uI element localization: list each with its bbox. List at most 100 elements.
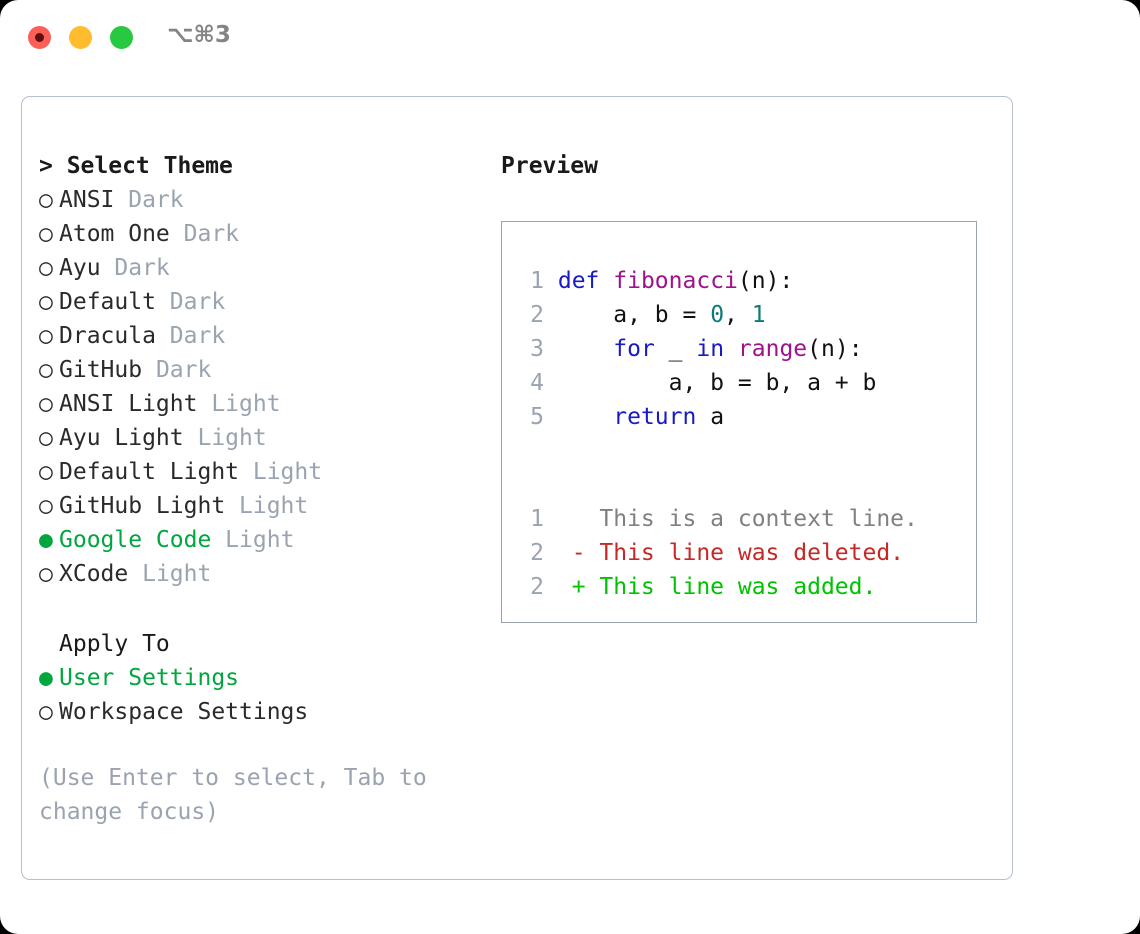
code-token: def xyxy=(557,268,600,294)
radio-unselected-icon: ○ xyxy=(39,289,53,315)
line-number: 5 xyxy=(530,404,544,430)
theme-option-label: Dracula xyxy=(59,323,156,349)
radio-unselected-icon: ○ xyxy=(39,561,53,587)
radio-unselected-icon: ○ xyxy=(39,699,53,725)
diff-line-add: 2 + This line was added. xyxy=(518,570,918,604)
code-token: a, b = b, a + b xyxy=(557,370,877,396)
main-panel: > Select Theme ○ANSI Dark○Atom One Dark○… xyxy=(21,96,1013,880)
theme-options-list: ○ANSI Dark○Atom One Dark○Ayu Dark○Defaul… xyxy=(39,183,489,591)
theme-option-google-code[interactable]: ●Google Code Light xyxy=(39,523,489,557)
code-token: (n): xyxy=(807,336,863,362)
theme-option-label: ANSI Light xyxy=(59,391,198,417)
code-token: for xyxy=(613,336,655,362)
theme-option-ayu-light[interactable]: ○Ayu Light Light xyxy=(39,421,489,455)
code-line: 2 a, b = 0, 1 xyxy=(518,298,918,332)
apply-to-options-list: ●User Settings○Workspace Settings xyxy=(39,661,489,729)
code-token: (n): xyxy=(737,268,794,294)
minimize-window-button[interactable] xyxy=(69,26,92,49)
section-spacer xyxy=(39,591,489,627)
theme-option-ansi[interactable]: ○ANSI Dark xyxy=(39,183,489,217)
code-token xyxy=(558,404,613,430)
theme-option-github[interactable]: ○GitHub Dark xyxy=(39,353,489,387)
code-token: return xyxy=(613,404,697,430)
line-number: 2 xyxy=(530,574,544,600)
preview-header: Preview xyxy=(501,153,598,179)
code-token: 1 xyxy=(751,302,766,328)
apply-to-option-label: User Settings xyxy=(59,665,240,691)
theme-option-label: GitHub xyxy=(59,357,143,383)
theme-variant-label: Dark xyxy=(169,221,240,247)
theme-option-default-light[interactable]: ○Default Light Light xyxy=(39,455,489,489)
code-token: , xyxy=(724,302,752,328)
apply-to-option-user-settings[interactable]: ●User Settings xyxy=(39,661,489,695)
radio-unselected-icon: ○ xyxy=(39,459,53,485)
radio-selected-icon: ● xyxy=(39,665,53,691)
code-blank-line xyxy=(518,468,918,502)
theme-option-label: ANSI xyxy=(59,187,115,213)
diff-line-text: - This line was deleted. xyxy=(544,540,905,566)
code-line: 1 def fibonacci(n): xyxy=(518,264,918,298)
theme-option-dracula[interactable]: ○Dracula Dark xyxy=(39,319,489,353)
traffic-light-buttons xyxy=(28,26,133,49)
theme-variant-label: Light xyxy=(183,425,267,451)
apply-to-option-workspace-settings[interactable]: ○Workspace Settings xyxy=(39,695,489,729)
theme-option-label: Ayu Light xyxy=(59,425,184,451)
code-line: 3 for _ in range(n): xyxy=(518,332,918,366)
keyboard-hint-text: (Use Enter to select, Tab to change focu… xyxy=(39,765,427,825)
line-number: 2 xyxy=(530,302,544,328)
theme-variant-label: Light xyxy=(197,391,281,417)
theme-variant-label: Dark xyxy=(100,255,170,281)
code-token: range xyxy=(737,336,808,362)
radio-unselected-icon: ○ xyxy=(39,493,53,519)
theme-option-label: Default Light xyxy=(59,459,240,485)
keyboard-shortcut-label: ⌥⌘3 xyxy=(167,22,231,48)
code-token: in xyxy=(696,336,725,362)
theme-option-label: Atom One xyxy=(59,221,170,247)
radio-unselected-icon: ○ xyxy=(39,425,53,451)
maximize-window-button[interactable] xyxy=(110,26,133,49)
close-window-button[interactable] xyxy=(28,26,51,49)
code-blank-line xyxy=(518,434,918,468)
theme-option-atom-one[interactable]: ○Atom One Dark xyxy=(39,217,489,251)
theme-option-label: Ayu xyxy=(59,255,101,281)
code-token xyxy=(724,336,738,362)
code-token xyxy=(558,336,613,362)
theme-option-ayu[interactable]: ○Ayu Dark xyxy=(39,251,489,285)
theme-option-label: Default xyxy=(59,289,156,315)
radio-unselected-icon: ○ xyxy=(39,221,53,247)
radio-unselected-icon: ○ xyxy=(39,323,53,349)
diff-line-ctx: 1 This is a context line. xyxy=(518,502,918,536)
theme-option-ansi-light[interactable]: ○ANSI Light Light xyxy=(39,387,489,421)
select-theme-header: > Select Theme xyxy=(39,153,233,179)
code-token: fibonacci xyxy=(613,268,738,294)
radio-unselected-icon: ○ xyxy=(39,391,53,417)
theme-selection-column: > Select Theme ○ANSI Dark○Atom One Dark○… xyxy=(39,149,489,829)
radio-selected-icon: ● xyxy=(39,527,53,553)
theme-option-label: GitHub Light xyxy=(59,493,226,519)
theme-variant-label: Dark xyxy=(155,323,226,349)
radio-unselected-icon: ○ xyxy=(39,357,53,383)
theme-variant-label: Dark xyxy=(114,187,184,213)
code-token: a xyxy=(696,404,725,430)
radio-unselected-icon: ○ xyxy=(39,187,53,213)
code-token: 0 xyxy=(710,302,725,328)
theme-variant-label: Dark xyxy=(142,357,212,383)
line-number: 2 xyxy=(530,540,544,566)
theme-option-label: XCode xyxy=(59,561,129,587)
preview-column: Preview 1 def fibonacci(n):2 a, b = 0, 1… xyxy=(501,149,1001,623)
title-bar: ⌥⌘3 xyxy=(0,0,1140,78)
theme-variant-label: Light xyxy=(225,493,309,519)
theme-option-default[interactable]: ○Default Dark xyxy=(39,285,489,319)
code-line: 4 a, b = b, a + b xyxy=(518,366,918,400)
line-number: 4 xyxy=(530,370,544,396)
diff-line-text: + This line was added. xyxy=(544,574,877,600)
diff-line-del: 2 - This line was deleted. xyxy=(518,536,918,570)
line-number: 1 xyxy=(530,506,544,532)
theme-option-github-light[interactable]: ○GitHub Light Light xyxy=(39,489,489,523)
apply-to-option-label: Workspace Settings xyxy=(59,699,309,725)
code-token: _ xyxy=(654,336,697,362)
theme-option-xcode[interactable]: ○XCode Light xyxy=(39,557,489,591)
